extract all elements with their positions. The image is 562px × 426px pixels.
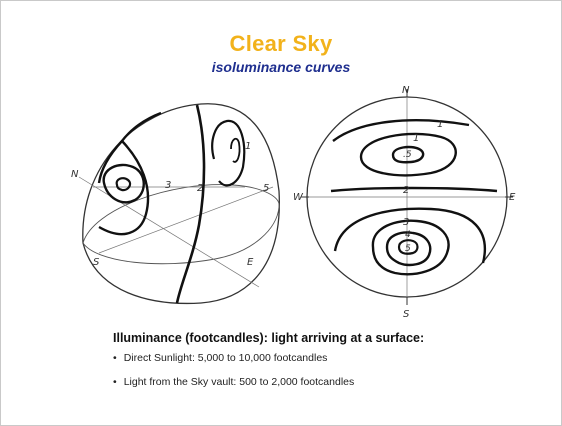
illuminance-list: Direct Sunlight: 5,000 to 10,000 footcan… xyxy=(113,352,355,400)
dome-label-5: 5 xyxy=(263,183,269,194)
dome-base-ellipse-front xyxy=(82,206,280,265)
plan-label-north: N xyxy=(402,85,410,96)
dome-axis-ns xyxy=(78,176,260,288)
dome-label-2: 2 xyxy=(197,183,203,194)
plan-label-west: W xyxy=(293,192,304,203)
list-item: Light from the Sky vault: 500 to 2,000 f… xyxy=(113,376,355,388)
plan-label-top-mid: 1 xyxy=(413,133,419,144)
plan-contour-bottom-outer xyxy=(333,207,486,264)
dome-label-3: 3 xyxy=(165,180,171,191)
dome-contour-1b xyxy=(230,137,241,163)
dome-contour-3 xyxy=(97,111,162,184)
plan-label-center: 2 xyxy=(403,185,409,196)
sky-plan-diagram: N S W E 1 1 .5 2 3 4 5 xyxy=(293,85,516,320)
slide-subtitle: isoluminance curves xyxy=(211,59,351,75)
dome-contour-3b xyxy=(98,140,150,236)
dome-base-ellipse-back xyxy=(82,184,280,244)
plan-contour-bottom-ring xyxy=(385,231,432,267)
plan-label-south: S xyxy=(403,309,410,320)
dome-label-s: S xyxy=(93,257,100,268)
plan-contour-bottom-inner xyxy=(397,239,419,255)
plan-label-top-outer: 1 xyxy=(437,119,443,130)
plan-label-bottom-mid: 4 xyxy=(405,230,411,240)
slide-title: Clear Sky xyxy=(229,31,333,56)
illuminance-heading: Illuminance (footcandles): light arrivin… xyxy=(113,331,425,345)
dome-axis-ew xyxy=(98,186,274,254)
plan-label-east: E xyxy=(509,192,516,203)
dome-contour-sun-ring xyxy=(102,163,145,204)
plan-label-bottom-outer: 3 xyxy=(403,217,409,228)
dome-contour-1 xyxy=(211,119,246,187)
list-item: Direct Sunlight: 5,000 to 10,000 footcan… xyxy=(113,352,354,364)
plan-label-top-inner: .5 xyxy=(403,150,412,160)
plan-label-bottom-inner: 5 xyxy=(405,244,411,254)
dome-label-1: 1 xyxy=(245,141,251,152)
plan-contour-top-inner xyxy=(391,145,425,164)
plan-contour-top-mid xyxy=(359,132,457,177)
dome-contour-sun-center xyxy=(115,177,132,192)
dome-contour-2 xyxy=(175,104,206,304)
plan-contour-bottom-mid xyxy=(371,219,450,276)
dome-label-n: N xyxy=(71,169,79,180)
dome-label-e: E xyxy=(247,257,254,268)
plan-contour-top-outer xyxy=(332,119,470,142)
dome-outline xyxy=(82,103,280,305)
plan-contour-center xyxy=(330,186,498,193)
sky-dome-diagram: N 3 2 1 S E 5 xyxy=(71,103,280,305)
